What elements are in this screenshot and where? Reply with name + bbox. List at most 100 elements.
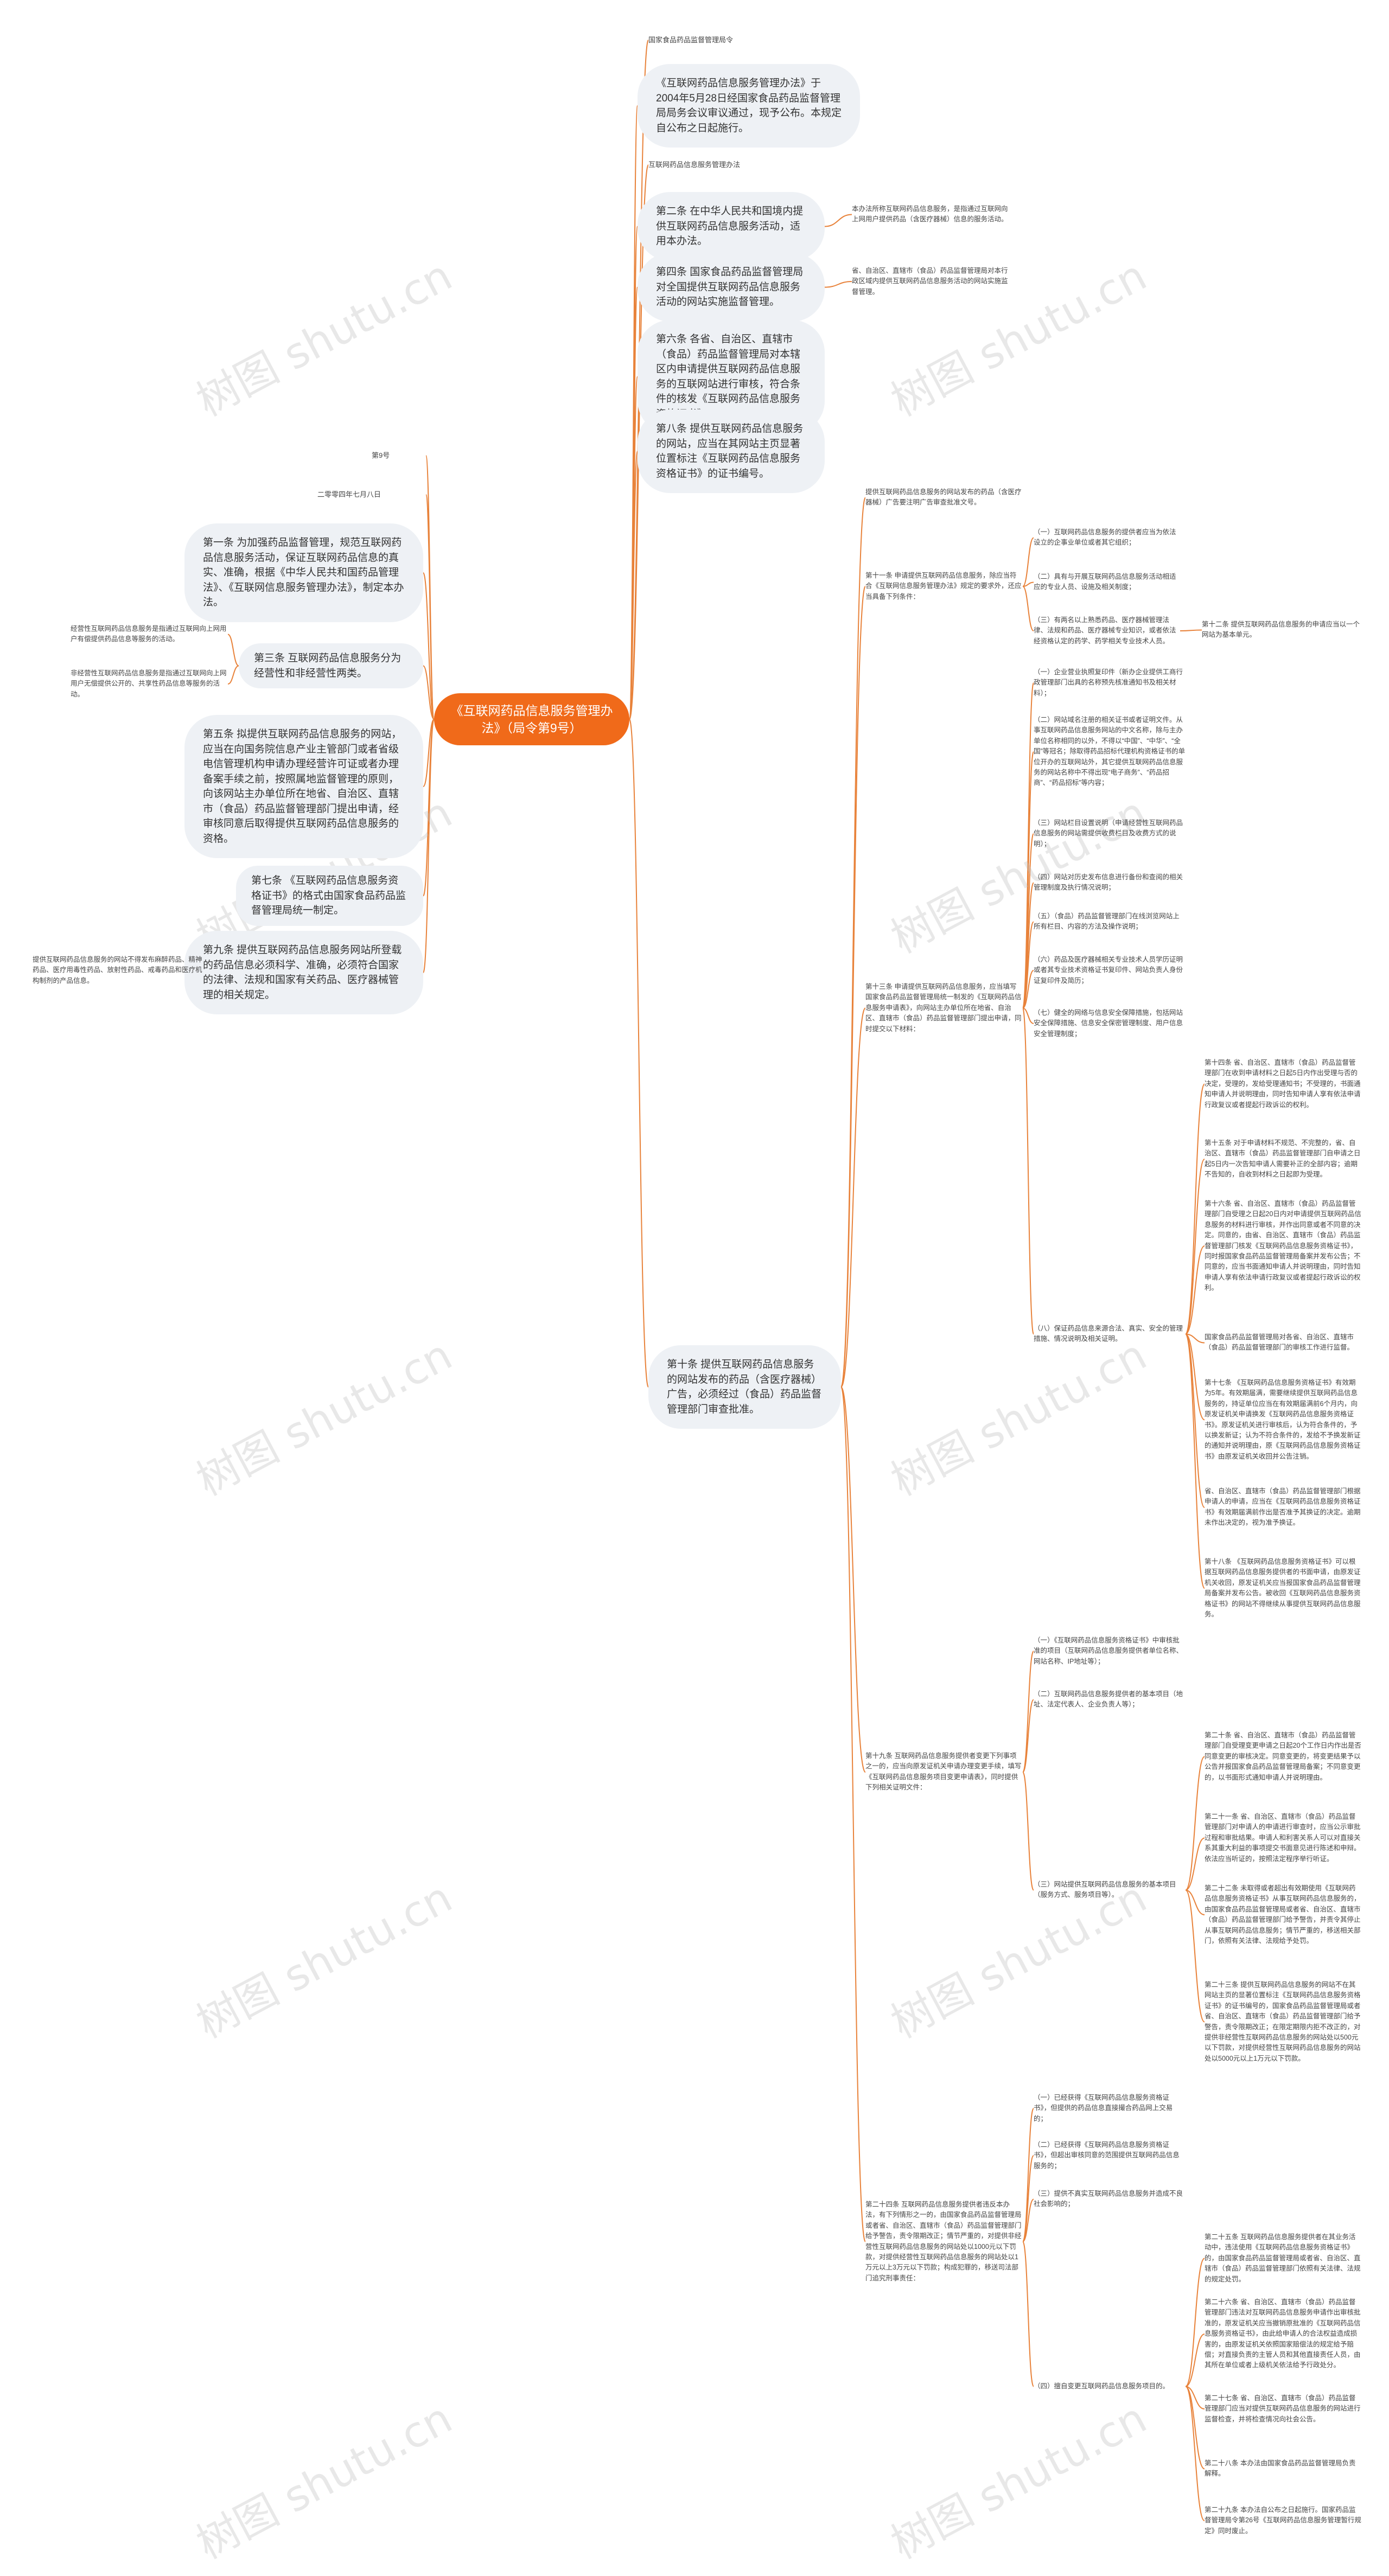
left-leaf-article-3-commercial[interactable]: 经营性互联网药品信息服务是指通过互联网向上网用户有偿提供药品信息等服务的活动。 — [71, 624, 228, 645]
node-text: 提供互联网药品信息服务的网站发布的药品（含医疗器械）广告要注明广告审查批准文号。 — [865, 488, 1022, 507]
connector-line — [227, 665, 239, 685]
connector-line — [1022, 581, 1034, 587]
node-text: 经营性互联网药品信息服务是指通过互联网向上网用户有偿提供药品信息等服务的活动。 — [71, 625, 227, 643]
node-text: 第二十一条 省、自治区、直辖市（食品）药品监督管理部门对申请人的申请进行审查时，… — [1205, 1813, 1361, 1863]
connector-line — [1022, 1772, 1034, 1891]
node-text: （二）互联网药品信息服务提供者的基本项目（地址、法定代表人、企业负责人等）； — [1034, 1690, 1183, 1709]
node-text: （三）网站栏目设置说明（申请经营性互联网药品信息服务的网站需提供收费栏目及收费方… — [1034, 819, 1183, 848]
connector-line — [1022, 2198, 1034, 2242]
article-16-supervision[interactable]: 国家食品药品监督管理局对各省、自治区、直辖市（食品）药品监督管理部门的审核工作进… — [1205, 1332, 1362, 1353]
article-23[interactable]: 第二十三条 提供互联网药品信息服务的网站不在其网站主页的显著位置标注《互联网药品… — [1205, 1980, 1362, 2064]
right-node-measures-title[interactable]: 互联网药品信息服务管理办法 — [648, 159, 789, 170]
right-node-article-10[interactable]: 第十条 提供互联网药品信息服务的网站发布的药品（含医疗器械）广告，必须经过（食品… — [648, 1345, 841, 1429]
article-11-item-3[interactable]: （三）有两名以上熟悉药品、医疗器械管理法律、法规和药品、医疗器械专业知识，或者依… — [1034, 615, 1180, 647]
connector-line — [1022, 970, 1034, 1009]
left-node-article-9[interactable]: 第九条 提供互联网药品信息服务网站所登载的药品信息必须科学、准确，必须符合国家的… — [184, 931, 423, 1015]
connector-line — [840, 1386, 866, 1773]
connector-line — [1185, 2386, 1205, 2521]
left-node-date[interactable]: 二零零四年七月八日 — [317, 489, 426, 500]
art10-child-article-13[interactable]: 第十三条 申请提供互联网药品信息服务，应当填写国家食品药品监督管理局统一制发的《… — [865, 982, 1023, 1034]
node-text: 第十五条 对于申请材料不规范、不完整的，省、自治区、直辖市（食品）药品监督管理部… — [1205, 1139, 1361, 1179]
root-node[interactable]: 《互联网药品信息服务管理办法》（局令第9号） — [434, 693, 629, 745]
article-12[interactable]: 第十二条 提供互联网药品信息服务的申请应当以一个网站为基本单元。 — [1202, 619, 1365, 641]
article-18[interactable]: 第十八条 《互联网药品信息服务资格证书》可以根据互联网药品信息服务提供者的书面申… — [1205, 1557, 1362, 1620]
root-label: 《互联网药品信息服务管理办法》（局令第9号） — [450, 703, 613, 735]
connector-line — [423, 572, 435, 720]
node-text: （二）具有与开展互联网药品信息服务活动相适应的专业人员、设施及相关制度； — [1034, 573, 1176, 591]
right-node-publication[interactable]: 《互联网药品信息服务管理办法》于2004年5月28日经国家食品药品监督管理局局务… — [638, 64, 860, 148]
node-text: 第十七条 《互联网药品信息服务资格证书》有效期为5年。有效期届满，需要继续提供互… — [1205, 1379, 1361, 1460]
left-node-article-5[interactable]: 第五条 拟提供互联网药品信息服务的网站，应当在向国务院信息产业主管部门或者省级电… — [184, 715, 423, 859]
node-text: 第9号 — [372, 451, 390, 459]
article-11-item-2[interactable]: （二）具有与开展互联网药品信息服务活动相适应的专业人员、设施及相关制度； — [1034, 572, 1180, 593]
node-text: 第六条 各省、自治区、直辖市（食品）药品监督管理局对本辖区内申请提供互联网药品信… — [656, 334, 801, 420]
art10-child-article-11[interactable]: 第十一条 申请提供互联网药品信息服务，除应当符合《互联网信息服务管理办法》规定的… — [865, 571, 1023, 602]
connector-line — [1185, 1333, 1205, 1344]
article-13-item-6[interactable]: （六）药品及医疗器械相关专业技术人员学历证明或者其专业技术资格证书复印件、网站负… — [1034, 955, 1186, 986]
left-node-article-7[interactable]: 第七条 《互联网药品信息服务资格证书》的格式由国家食品药品监督管理局统一制定。 — [236, 866, 423, 926]
article-17-renewal[interactable]: 省、自治区、直辖市（食品）药品监督管理部门根据申请人的申请，应当在《互联网药品信… — [1205, 1486, 1362, 1529]
article-24-item-2[interactable]: （二）已经获得《互联网药品信息服务资格证书》，但超出审核同意的范围提供互联网药品… — [1034, 2140, 1186, 2171]
right-node-article-2[interactable]: 第二条 在中华人民共和国境内提供互联网药品信息服务活动，适用本办法。 — [638, 192, 825, 261]
right-leaf-article-2[interactable]: 本办法所称互联网药品信息服务，是指通过互联网向上网用户提供药品（含医疗器械）信息… — [852, 204, 1009, 225]
article-20[interactable]: 第二十条 省、自治区、直辖市（食品）药品监督管理部门自受理变更申请之日起20个工… — [1205, 1730, 1362, 1783]
connector-line — [629, 719, 649, 1388]
right-node-article-4[interactable]: 第四条 国家食品药品监督管理局对全国提供互联网药品信息服务活动的网站实施监督管理… — [638, 253, 825, 322]
left-node-article-3[interactable]: 第三条 互联网药品信息服务分为经营性和非经营性两类。 — [239, 643, 423, 689]
connector-line — [1022, 1007, 1034, 1335]
article-15[interactable]: 第十五条 对于申请材料不规范、不完整的，省、自治区、直辖市（食品）药品监督管理部… — [1205, 1138, 1362, 1180]
node-text: （八）保证药品信息来源合法、真实、安全的管理措施、情况说明及相关证明。 — [1034, 1325, 1183, 1343]
article-13-item-7[interactable]: （七）健全的网络与信息安全保障措施，包括网站安全保障措施、信息安全保密管理制度、… — [1034, 1008, 1186, 1039]
connector-line — [1022, 1699, 1034, 1773]
connector-line — [824, 281, 852, 288]
art10-child-article-24[interactable]: 第二十四条 互联网药品信息服务提供者违反本办法，有下列情形之一的，由国家食品药品… — [865, 2200, 1023, 2284]
node-text: 省、自治区、直辖市（食品）药品监督管理部门根据申请人的申请，应当在《互联网药品信… — [1205, 1487, 1361, 1527]
article-13-item-4[interactable]: （四）网站对历史发布信息进行备份和查阅的相关管理制度及执行情况说明； — [1034, 872, 1186, 893]
article-14[interactable]: 第十四条 省、自治区、直辖市（食品）药品监督管理部门在收到申请材料之日起5日内作… — [1205, 1058, 1362, 1110]
connector-line — [425, 494, 435, 720]
article-29[interactable]: 第二十九条 本办法自公布之日起施行。国家药品监督管理局令第26号《互联网药品信息… — [1205, 2505, 1362, 2536]
node-text: 非经营性互联网药品信息服务是指通过互联网向上网用户无偿提供公开的、共享性药品信息… — [71, 669, 227, 698]
left-node-order-number[interactable]: 第9号 — [372, 450, 426, 461]
left-leaf-article-3-noncommercial[interactable]: 非经营性互联网药品信息服务是指通过互联网向上网用户无偿提供公开的、共享性药品信息… — [71, 668, 228, 700]
article-19-item-3[interactable]: （三）网站提供互联网药品信息服务的基本项目（服务方式、服务项目等）。 — [1034, 1880, 1186, 1901]
right-node-article-8[interactable]: 第八条 提供互联网药品信息服务的网站，应当在其网站主页显著位置标注《互联网药品信… — [638, 410, 825, 494]
article-11-item-1[interactable]: （一）互联网药品信息服务的提供者应当为依法设立的企事业单位或者其它组织； — [1034, 527, 1180, 548]
article-24-item-3[interactable]: （三）提供不真实互联网药品信息服务并造成不良社会影响的； — [1034, 2189, 1186, 2210]
article-13-item-5[interactable]: （五）（食品）药品监督管理部门在线浏览网站上所有栏目、内容的方法及操作说明； — [1034, 911, 1186, 932]
article-13-item-3[interactable]: （三）网站栏目设置说明（申请经营性互联网药品信息服务的网站需提供收费栏目及收费方… — [1034, 818, 1186, 849]
connector-line — [1185, 2334, 1205, 2387]
node-text: （四）网站对历史发布信息进行备份和查阅的相关管理制度及执行情况说明； — [1034, 873, 1183, 892]
article-13-item-2[interactable]: （二）网站域名注册的相关证书或者证明文件。从事互联网药品信息服务网站的中文名称，… — [1034, 715, 1186, 789]
article-25[interactable]: 第二十五条 互联网药品信息服务提供者在其业务活动中，违法使用《互联网药品信息服务… — [1205, 2232, 1362, 2285]
node-text: 国家食品药品监督管理局令 — [648, 36, 734, 44]
article-24-item-4[interactable]: （四）擅自变更互联网药品信息服务项目的。 — [1034, 2381, 1186, 2392]
node-text: （一）企业营业执照复印件（新办企业提供工商行政管理部门出具的名称预先核准通知书及… — [1034, 668, 1183, 697]
art10-child-ad-approval[interactable]: 提供互联网药品信息服务的网站发布的药品（含医疗器械）广告要注明广告审查批准文号。 — [865, 487, 1023, 508]
article-16[interactable]: 第十六条 省、自治区、直辖市（食品）药品监督管理部门自受理之日起20日内对申请提… — [1205, 1199, 1362, 1293]
article-17[interactable]: 第十七条 《互联网药品信息服务资格证书》有效期为5年。有效期届满，需要继续提供互… — [1205, 1378, 1362, 1462]
article-28[interactable]: 第二十八条 本办法由国家食品药品监督管理局负责解释。 — [1205, 2458, 1362, 2479]
article-21[interactable]: 第二十一条 省、自治区、直辖市（食品）药品监督管理部门对申请人的申请进行审查时，… — [1205, 1812, 1362, 1864]
right-node-decree[interactable]: 国家食品药品监督管理局令 — [648, 35, 789, 46]
node-text: （七）健全的网络与信息安全保障措施，包括网站安全保障措施、信息安全保密管理制度、… — [1034, 1009, 1183, 1038]
node-text: （四）擅自变更互联网药品信息服务项目的。 — [1034, 2382, 1170, 2390]
node-text: 第二十五条 互联网药品信息服务提供者在其业务活动中，违法使用《互联网药品信息服务… — [1205, 2233, 1361, 2283]
article-27[interactable]: 第二十七条 省、自治区、直辖市（食品）药品监督管理部门应当对提供互联网药品信息服… — [1205, 2393, 1362, 2425]
connector-line — [423, 719, 435, 787]
article-26[interactable]: 第二十六条 省、自治区、直辖市（食品）药品监督管理部门违法对互联网药品信息服务申… — [1205, 2297, 1362, 2371]
node-text: 第二十八条 本办法由国家食品药品监督管理局负责解释。 — [1205, 2459, 1356, 2478]
node-text: （二）网站域名注册的相关证书或者证明文件。从事互联网药品信息服务网站的中文名称，… — [1034, 716, 1186, 787]
article-24-item-1[interactable]: （一）已经获得《互联网药品信息服务资格证书》，但提供的药品信息直接撮合药品网上交… — [1034, 2093, 1186, 2124]
article-13-item-1[interactable]: （一）企业营业执照复印件（新办企业提供工商行政管理部门出具的名称预先核准通知书及… — [1034, 667, 1186, 699]
right-leaf-article-4[interactable]: 省、自治区、直辖市（食品）药品监督管理局对本行政区域内提供互联网药品信息服务活动… — [852, 266, 1009, 297]
article-13-item-8[interactable]: （八）保证药品信息来源合法、真实、安全的管理措施、情况说明及相关证明。 — [1034, 1324, 1186, 1345]
article-19-item-2[interactable]: （二）互联网药品信息服务提供者的基本项目（地址、法定代表人、企业负责人等）； — [1034, 1689, 1186, 1710]
node-text: 第二十六条 省、自治区、直辖市（食品）药品监督管理部门违法对互联网药品信息服务申… — [1205, 2298, 1361, 2369]
connector-line — [824, 214, 852, 227]
left-node-article-1[interactable]: 第一条 为加强药品监督管理，规范互联网药品信息服务活动，保证互联网药品信息的真实… — [184, 523, 423, 622]
article-19-item-1[interactable]: （一）《互联网药品信息服务资格证书》中审核批准的项目（互联网药品信息服务提供者单… — [1034, 1635, 1186, 1667]
art10-child-article-19[interactable]: 第十九条 互联网药品信息服务提供者变更下列事项之一的，应当向原发证机关申请办理变… — [865, 1751, 1023, 1793]
left-leaf-article-9[interactable]: 提供互联网药品信息服务的网站不得发布麻醉药品、精神药品、医疗用毒性药品、放射性药… — [33, 955, 206, 986]
article-22[interactable]: 第二十二条 未取得或者超出有效期使用《互联网药品信息服务资格证书》从事互联网药品… — [1205, 1883, 1362, 1946]
